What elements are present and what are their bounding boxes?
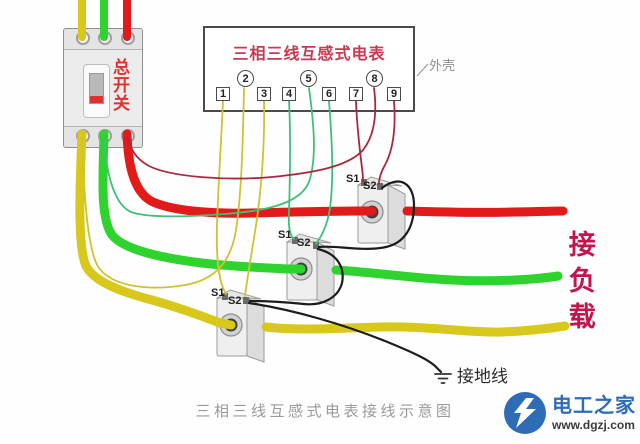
breaker-switch-panel xyxy=(83,64,110,118)
lightning-icon xyxy=(514,398,536,428)
meter-box: 三相三线互感式电表 xyxy=(203,26,415,112)
meter-terminal-9: 9 xyxy=(387,87,401,101)
meter-terminal-8: 8 xyxy=(366,70,383,87)
logo-circle xyxy=(504,392,546,434)
meter-terminal-2: 2 xyxy=(237,70,254,87)
diagram-caption: 三相三线互感式电表接线示意图 xyxy=(195,404,455,420)
secondary-wire-ct2-to-ct3 xyxy=(248,247,344,306)
ct-front-face xyxy=(357,184,389,244)
ct-side-face xyxy=(316,241,335,307)
ct-window-hole xyxy=(224,318,238,332)
ground-label: 接地线 xyxy=(457,367,508,386)
ct-side-face xyxy=(246,297,265,363)
phase-c-wire-to-ct xyxy=(122,129,377,218)
ct2-s2-label: S2 xyxy=(297,237,311,249)
ct1-s1-label: S1 xyxy=(346,173,360,185)
main-breaker xyxy=(63,28,143,148)
ct3-s1-label: S1 xyxy=(211,287,225,299)
ct-window-boss xyxy=(289,257,313,281)
ct1-s2-label: S2 xyxy=(363,180,377,192)
ground-wire xyxy=(247,301,443,374)
phase-b-wire-to-ct xyxy=(98,129,306,274)
phase-a-wire-to-load xyxy=(261,321,570,337)
phase-c-wire-to-load xyxy=(402,206,568,217)
sense-wire-terminal6-to-ct xyxy=(315,100,334,245)
breaker-terminal-in-c xyxy=(121,31,135,45)
sense-wire-terminal3-to-ct xyxy=(244,100,266,297)
phase-a-wire-to-ct xyxy=(75,129,236,330)
ct-s2-screw xyxy=(377,183,383,190)
ground-symbol xyxy=(434,373,452,384)
sense-wire-terminal1-to-ct xyxy=(215,100,227,295)
meter-terminal-6: 6 xyxy=(322,87,336,101)
breaker-top-terminal-strip xyxy=(64,29,142,50)
logo-name: 电工之家 xyxy=(552,394,636,417)
load-label: 接负载 xyxy=(564,230,595,338)
casing-leader-line xyxy=(416,63,429,77)
ct-side-face xyxy=(387,184,406,250)
ct2-s1-label: S1 xyxy=(278,229,292,241)
meter-terminal-5: 5 xyxy=(300,70,317,87)
meter-casing-label: 外壳 xyxy=(429,58,456,73)
logo-site: www.dgzj.com xyxy=(552,417,635,432)
breaker-terminal-out-a xyxy=(76,129,90,143)
ct-s2-screw xyxy=(243,297,249,304)
breaker-terminal-in-a xyxy=(76,31,90,45)
logo: 电工之家 www.dgzj.com xyxy=(504,392,636,434)
breaker-label: 总开关 xyxy=(110,58,129,112)
meter-terminal-3: 3 xyxy=(257,87,271,101)
meter-terminal-4: 4 xyxy=(282,87,296,101)
breaker-bottom-terminal-strip xyxy=(64,126,142,147)
ct-window-hole xyxy=(365,205,379,219)
ct-front-face xyxy=(286,241,318,301)
meter-terminal-7: 7 xyxy=(349,87,363,101)
breaker-terminal-in-b xyxy=(98,31,112,45)
sense-wire-terminal4-to-ct xyxy=(287,100,295,240)
meter-terminal-1: 1 xyxy=(216,87,230,101)
breaker-toggle xyxy=(89,73,104,104)
breaker-toggle-red-band xyxy=(90,96,103,103)
phase-b-wire-to-load xyxy=(331,265,563,286)
ct-window-boss xyxy=(219,313,243,337)
ct-window-boss xyxy=(360,200,384,224)
ct-phase-b xyxy=(285,233,335,307)
meter-title: 三相三线互感式电表 xyxy=(232,46,386,63)
breaker-terminal-out-b xyxy=(98,129,112,143)
ct-window-hole xyxy=(294,262,308,276)
breaker-terminal-out-c xyxy=(121,129,135,143)
ct-s2-screw xyxy=(313,242,319,249)
sense-wire-terminal7-to-ct xyxy=(355,100,364,182)
logo-texts: 电工之家 www.dgzj.com xyxy=(552,396,636,431)
sense-wire-terminal9-to-ct xyxy=(378,100,396,185)
ct3-s2-label: S2 xyxy=(228,295,242,307)
